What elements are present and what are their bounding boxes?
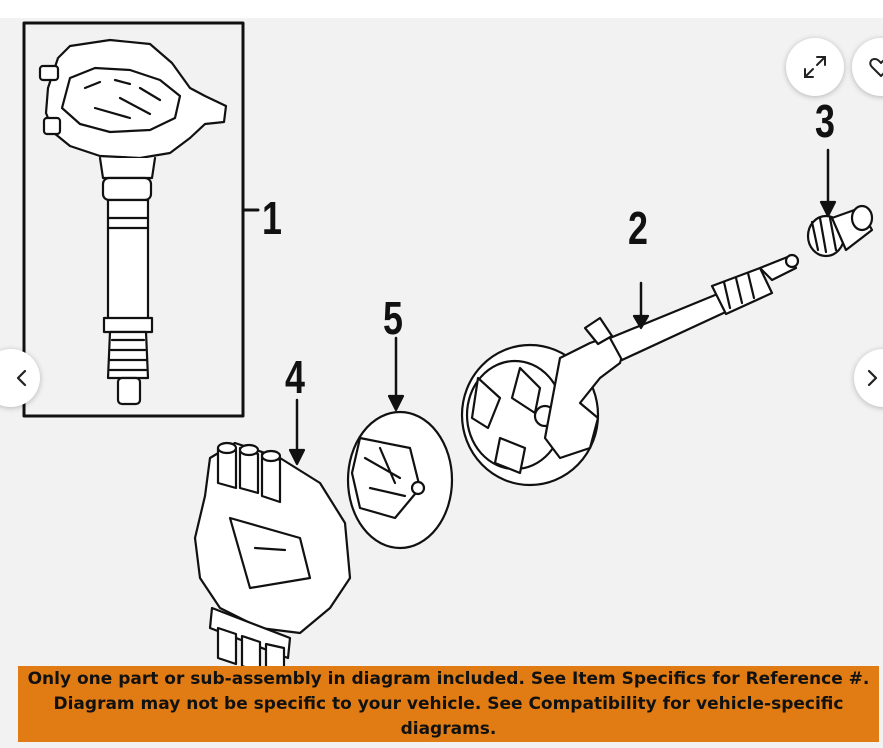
part1-distributor [38, 38, 228, 406]
parts-diagram [22, 21, 874, 676]
disclaimer-line-2: Diagram may not be specific to your vehi… [53, 693, 844, 739]
part3-gear [806, 204, 874, 258]
expand-button[interactable] [786, 38, 844, 96]
disclaimer-line-1: Only one part or sub-assembly in diagram… [27, 668, 870, 689]
heart-icon [869, 58, 883, 77]
callout-part-3: 3 [815, 95, 835, 147]
callout-part-4: 4 [285, 351, 305, 403]
callout-part-5: 5 [383, 292, 403, 344]
expand-icon [804, 56, 826, 78]
callout-part-2: 2 [628, 202, 648, 254]
top-strip [0, 0, 883, 18]
chevron-left-icon [16, 369, 27, 387]
image-viewer: 1 2 3 4 5 [0, 18, 883, 748]
callout-part-1: 1 [262, 192, 282, 244]
part5-rotor [346, 410, 454, 550]
disclaimer-banner: Only one part or sub-assembly in diagram… [18, 666, 879, 742]
chevron-right-icon [867, 369, 878, 387]
part2-shaft [460, 253, 800, 487]
part4-cap [193, 441, 352, 676]
